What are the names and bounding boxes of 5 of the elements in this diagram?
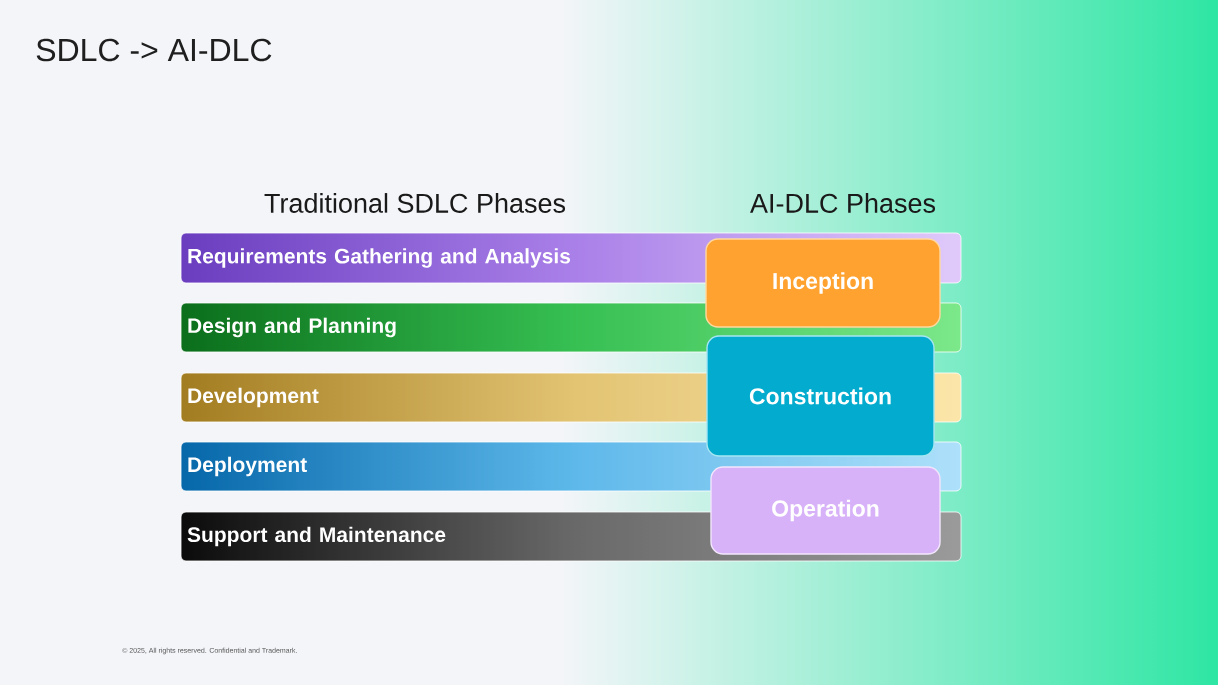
- phase-box: Inception: [705, 238, 941, 328]
- phase-box: Operation: [710, 466, 941, 555]
- phase-box: Construction: [706, 335, 935, 457]
- slide-title: SDLC -> AI-DLC: [36, 38, 272, 62]
- column-heading: AI-DLC Phases: [750, 193, 936, 213]
